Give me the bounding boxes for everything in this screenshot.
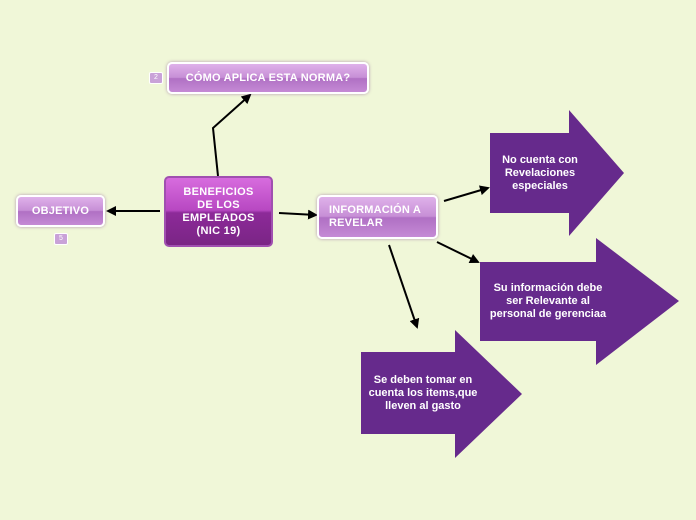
callout-arrow-shape-3 <box>361 330 522 458</box>
callout-2-label: Su información debe ser Relevante al per… <box>489 281 607 320</box>
topic-norma[interactable]: CÓMO APLICA ESTA NORMA? <box>167 62 369 94</box>
connector-info-to-callout-2 <box>436 241 480 263</box>
connector-info-to-callout-1 <box>443 185 490 202</box>
callout-1-label: No cuenta con Revelaciones especiales <box>502 153 578 192</box>
topic-objetivo-badge[interactable]: 5 <box>54 233 68 245</box>
central-topic-label: BENEFICIOS DE LOS EMPLEADOS (NIC 19) <box>182 185 255 237</box>
connector-info-to-callout-3 <box>388 244 420 329</box>
callout-1[interactable]: No cuenta con Revelaciones especiales <box>500 138 580 208</box>
topic-norma-badge[interactable]: 2 <box>149 72 163 84</box>
topic-norma-label: CÓMO APLICA ESTA NORMA? <box>185 72 351 84</box>
callout-2[interactable]: Su información debe ser Relevante al per… <box>488 266 608 336</box>
topic-informacion-label: INFORMACIÓN A REVELAR <box>329 204 421 229</box>
callout-arrow-shape-1 <box>490 110 624 236</box>
callout-3-label: Se deben tomar en cuenta los items,que l… <box>368 373 478 412</box>
connector-central-to-info <box>278 209 318 220</box>
connector-central-to-norma <box>211 93 252 177</box>
callout-3[interactable]: Se deben tomar en cuenta los items,que l… <box>368 357 478 429</box>
central-topic[interactable]: BENEFICIOS DE LOS EMPLEADOS (NIC 19) <box>164 176 273 247</box>
topic-objetivo[interactable]: OBJETIVO <box>16 195 105 227</box>
topic-informacion[interactable]: INFORMACIÓN A REVELAR <box>317 195 438 239</box>
topic-objetivo-label: OBJETIVO <box>31 205 90 217</box>
callout-arrow-shape-2 <box>480 238 679 365</box>
